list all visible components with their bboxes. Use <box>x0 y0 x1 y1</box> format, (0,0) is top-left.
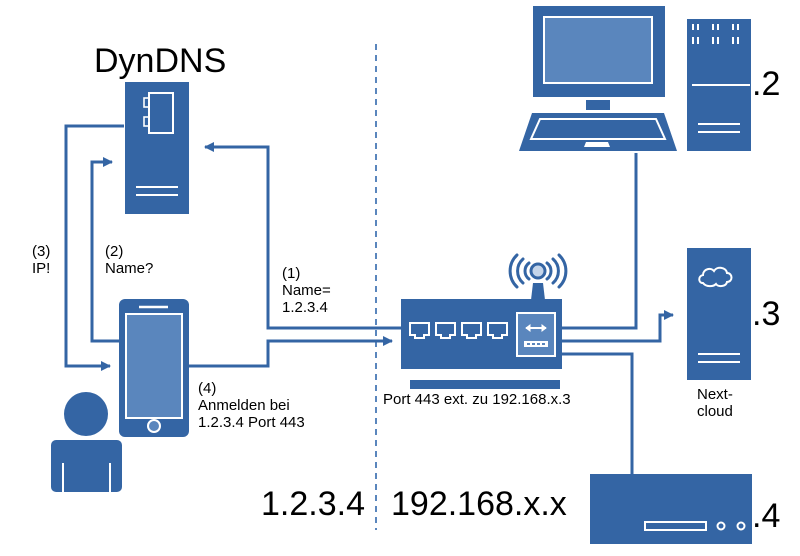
cloud-server-icon <box>687 248 751 380</box>
person-icon <box>51 392 122 492</box>
internal-network-label: 192.168.x.x <box>391 485 567 523</box>
desktop-tower-icon <box>687 19 751 151</box>
wifi-router-icon <box>401 253 568 389</box>
step3-label: (3) IP! <box>32 243 51 277</box>
link-router-laptop <box>562 153 638 330</box>
nextcloud-host-suffix: .3 <box>752 295 781 333</box>
step4-label: (4) Anmelden bei 1.2.3.4 Port 443 <box>198 380 305 431</box>
arrow-step2-name-query <box>90 157 120 343</box>
laptop-icon <box>519 6 677 151</box>
rack-box-icon <box>590 474 752 544</box>
arrow-step1-name-update <box>204 142 404 330</box>
step2-label: (2) Name? <box>105 243 154 277</box>
router-forwarding-label: Port 443 ext. zu 192.168.x.3 <box>383 391 571 408</box>
nas-host-suffix: .4 <box>752 497 781 535</box>
external-ip-label: 1.2.3.4 <box>261 485 365 523</box>
smartphone-icon <box>119 299 189 437</box>
arrow-router-nextcloud <box>562 310 674 343</box>
link-router-nas <box>562 352 634 474</box>
arrow-step4-login <box>188 336 393 368</box>
step1-label: (1) Name= 1.2.3.4 <box>282 265 331 316</box>
dyndns-title: DynDNS <box>94 42 227 80</box>
nextcloud-label: Next- cloud <box>697 386 733 420</box>
desktop-host-suffix: .2 <box>752 65 781 103</box>
arrow-step3-ip <box>64 124 124 371</box>
server-tower-icon <box>125 82 189 214</box>
